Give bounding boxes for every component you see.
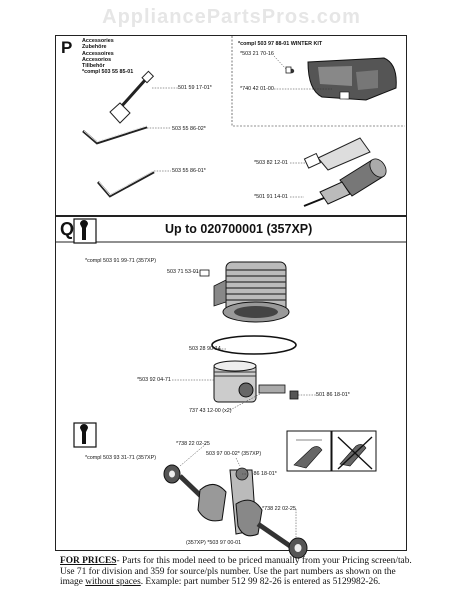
part-winter-mid: *740 42 01-00 xyxy=(240,86,274,92)
winter-kit-divider xyxy=(231,36,405,127)
accessories-compl-part: *compl 503 55 85-01 xyxy=(82,69,134,76)
part-crank-mid: 501 86 18-01* xyxy=(243,471,277,477)
part-hex-key-1: 503 55 86-02* xyxy=(172,126,206,132)
compl-crank-label: *compl 503 93 31-71 (357XP) xyxy=(85,455,157,461)
footer-text-3b: without spaces xyxy=(85,577,141,588)
accessories-label-en: Accessories xyxy=(82,38,114,44)
footer-label: FOR PRICES xyxy=(60,556,117,566)
piston-ring-icon xyxy=(211,335,297,355)
dimension-15mm-icon xyxy=(331,430,377,472)
pricing-footer: FOR PRICES- Parts for this model need to… xyxy=(60,556,460,588)
part-bearing-right: *738 22 02-25 xyxy=(262,506,296,512)
dimension-13mm-icon xyxy=(286,430,332,472)
hex-key-icon xyxy=(97,170,171,198)
wrench-tool-icon xyxy=(73,422,97,448)
part-wrench: 501 59 17-01* xyxy=(178,85,212,91)
part-crank-top: 503 97 00-02* (357XP) xyxy=(206,451,262,457)
screwdriver-icon xyxy=(73,218,97,244)
accessories-label-fr: Accessoires xyxy=(82,50,114,57)
accessories-label-es: Accesorios xyxy=(82,56,112,63)
part-bearing-top: *738 22 02-25 xyxy=(176,441,210,447)
section-q-frame xyxy=(55,216,407,551)
winter-cover-icon xyxy=(273,55,397,101)
hex-key-icon xyxy=(82,125,171,145)
part-grease-gun: *501 91 14-01 xyxy=(254,194,288,200)
part-pin-clip: 501 86 18-01* xyxy=(316,392,350,398)
part-grease-tube: *503 82 12-01 xyxy=(254,160,288,166)
combination-wrench-icon xyxy=(109,70,178,124)
part-winter-top: *503 21 70-16 xyxy=(240,51,274,57)
footer-text-3a: image xyxy=(60,577,86,588)
section-q-heading: Up to 020700001 (357XP) xyxy=(165,222,313,236)
grease-gun-icon xyxy=(290,158,387,207)
footer-text-2: Use 71 for division and 359 for source/p… xyxy=(60,566,396,577)
part-wrist-pin: 737 43 12-00 (x2) xyxy=(189,408,232,414)
grease-tube-icon xyxy=(290,137,371,171)
part-hex-key-2: 503 55 86-01* xyxy=(172,168,206,174)
crankshaft-icon xyxy=(163,443,308,559)
part-crank-bottom: (357XP) *503 97 00-01 xyxy=(186,540,242,546)
section-p-letter: P xyxy=(61,38,73,57)
part-cyl-top: 503 71 53-01 xyxy=(167,269,199,275)
accessories-label-sv: Tillbehör xyxy=(82,63,105,70)
cylinder-icon xyxy=(194,261,290,323)
section-q-letter: Q xyxy=(60,219,75,239)
accessories-label-de: Zubehöre xyxy=(82,44,107,51)
part-ring: 503 28 90-14 xyxy=(189,346,221,352)
compl-cylinder-label: *compl 503 91 99-71 (357XP) xyxy=(85,258,157,264)
part-piston: *503 92 04-71 xyxy=(137,377,171,383)
footer-text-3c: . Example: part number 512 99 82-26 is e… xyxy=(140,577,381,588)
accessories-list: Accessories Zubehöre Accessoires Accesor… xyxy=(82,38,133,76)
watermark: AppliancePartsPros.com xyxy=(102,6,361,28)
winter-kit-label: *compl 503 97 88-01 WINTER KIT xyxy=(238,41,323,47)
section-p-frame xyxy=(55,35,407,216)
footer-text-1: - Parts for this model need to be priced… xyxy=(116,556,412,566)
piston-icon xyxy=(172,360,316,411)
